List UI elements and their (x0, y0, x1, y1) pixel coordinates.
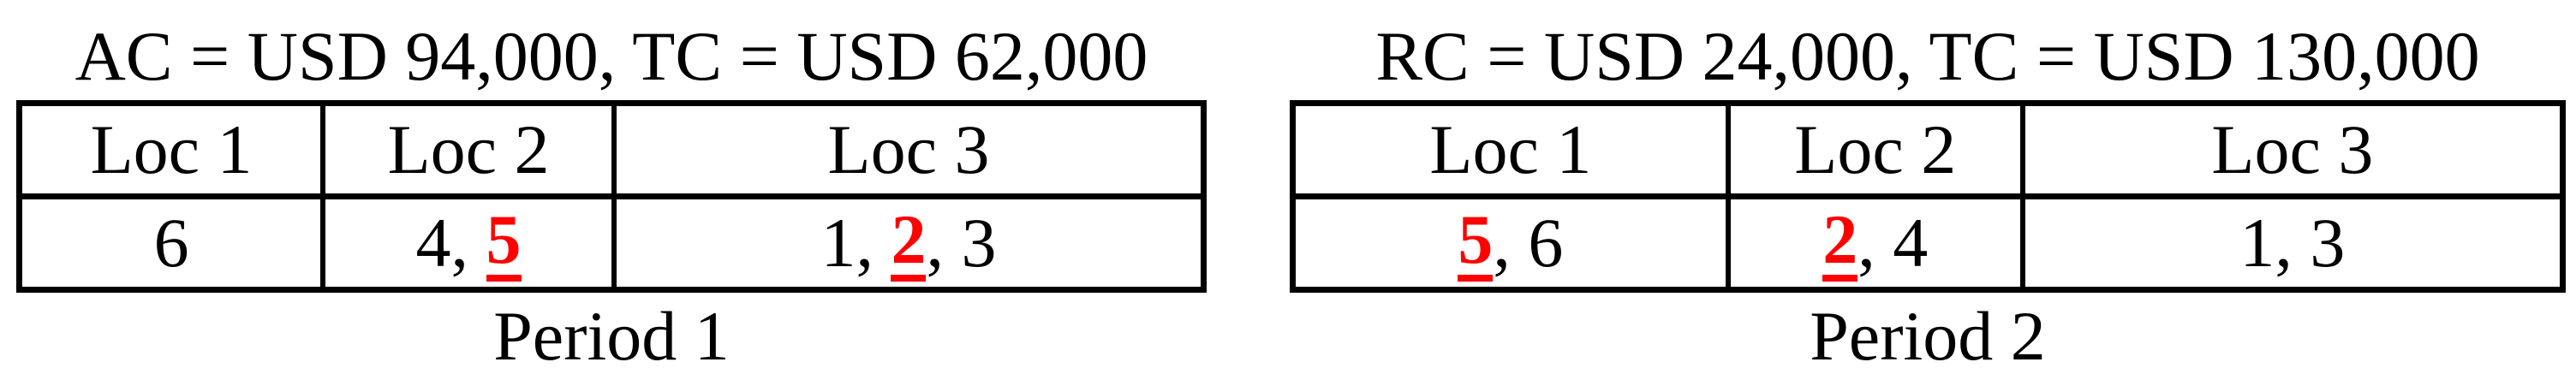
header-cell-loc-3: Loc 3 (2019, 106, 2560, 193)
highlighted-value: 5 (1458, 205, 1494, 282)
period-2-figure: RC = USD 24,000, TC = USD 130,000 Loc 1 … (1290, 0, 2566, 380)
period-1-caption: Period 1 (493, 297, 730, 375)
allocation-table-period-1: Loc 1 Loc 2 Loc 3 6 4, 5 1, 2, 3 (16, 100, 1207, 293)
allocation-table-period-2: Loc 1 Loc 2 Loc 3 5, 6 2, 4 1, 3 (1290, 100, 2566, 293)
data-cell-loc-1: 6 (22, 199, 320, 287)
data-cell-loc-3: 1, 2, 3 (611, 199, 1201, 287)
header-cell-loc-3: Loc 3 (611, 106, 1201, 193)
table-data-row: 5, 6 2, 4 1, 3 (1296, 199, 2560, 287)
table-header-row: Loc 1 Loc 2 Loc 3 (1296, 106, 2560, 199)
period-1-figure: AC = USD 94,000, TC = USD 62,000 Loc 1 L… (16, 0, 1207, 380)
header-cell-loc-2: Loc 2 (1725, 106, 2020, 193)
cost-summary-title-period-2: RC = USD 24,000, TC = USD 130,000 (1375, 17, 2480, 95)
value-segment: 1, 3 (2239, 204, 2346, 282)
value-segment: 4, (415, 204, 486, 282)
value-segment: 6 (153, 204, 189, 282)
cost-summary-title-period-1: AC = USD 94,000, TC = USD 62,000 (75, 17, 1148, 95)
value-segment: , 6 (1493, 204, 1564, 282)
highlighted-value: 5 (486, 205, 522, 282)
value-segment: 1, (820, 204, 891, 282)
highlighted-value: 2 (891, 205, 927, 282)
data-cell-loc-2: 2, 4 (1725, 199, 2020, 287)
table-header-row: Loc 1 Loc 2 Loc 3 (22, 106, 1201, 199)
value-segment: , 4 (1857, 204, 1929, 282)
data-cell-loc-3: 1, 3 (2019, 199, 2560, 287)
value-segment: , 3 (926, 204, 997, 282)
period-2-caption: Period 2 (1810, 297, 2046, 375)
header-cell-loc-1: Loc 1 (90, 110, 253, 188)
header-cell-loc-2: Loc 2 (320, 106, 611, 193)
table-data-row: 6 4, 5 1, 2, 3 (22, 199, 1201, 287)
highlighted-value: 2 (1822, 205, 1858, 282)
header-cell-loc-1: Loc 1 (1429, 110, 1592, 188)
data-cell-loc-1: 5, 6 (1296, 199, 1726, 287)
data-cell-loc-2: 4, 5 (320, 199, 611, 287)
